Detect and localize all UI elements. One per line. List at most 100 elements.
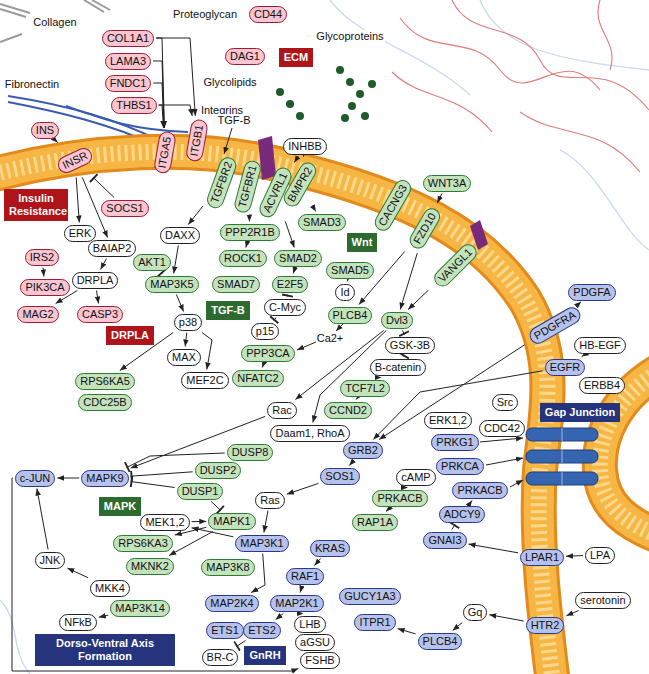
node-text: GRB2 xyxy=(348,444,378,456)
signaling-gene-box: PPP3CA xyxy=(241,345,294,362)
node-text: PRKG1 xyxy=(436,436,473,448)
node-text: AKT1 xyxy=(138,256,166,268)
ecm-insulin-gene-box: MAG2 xyxy=(17,306,58,323)
activation-connector xyxy=(202,333,212,370)
molecule-box: JNK xyxy=(35,552,66,569)
structure-label: TGF-B xyxy=(217,114,252,127)
signaling-gene-box: MAP3K14 xyxy=(110,600,170,617)
molecule-box: Id xyxy=(335,284,354,301)
node-text: BAIAP2 xyxy=(93,242,132,254)
signaling-gene-box: ITPR1 xyxy=(354,614,395,631)
molecule-box: Gq xyxy=(463,604,488,621)
molecule-box: ERK1,2 xyxy=(424,412,472,429)
molecule-box: C-Myc xyxy=(264,299,306,316)
ecm-insulin-gene-box: DAG1 xyxy=(225,48,265,65)
activation-connector xyxy=(582,356,584,357)
node-text: CASP3 xyxy=(82,308,118,320)
signaling-gene-box: EGFR xyxy=(545,359,586,376)
molecule-box: FSHB xyxy=(300,652,339,669)
ecm-insulin-gene-box: INS xyxy=(31,122,59,139)
signaling-gene-box: PPP2R1B xyxy=(220,224,280,241)
molecule-box: Rac xyxy=(267,402,297,419)
node-text: DUSP2 xyxy=(200,464,237,476)
signaling-gene-box: PRKCA xyxy=(436,458,484,475)
node-text: aGSU xyxy=(300,636,330,648)
inhibition-connector xyxy=(131,482,175,488)
pathway-label: TGF-B xyxy=(206,301,250,320)
activation-connector xyxy=(285,222,294,248)
activation-connector xyxy=(315,211,316,213)
signaling-gene-box: MAP3K1 xyxy=(235,535,288,552)
node-text: B-catenin xyxy=(375,361,421,373)
ecm-insulin-gene-box: CD44 xyxy=(249,6,287,23)
structure-label: Ca2+ xyxy=(316,332,345,345)
node-text: CDC25B xyxy=(83,396,126,408)
node-text: CCND2 xyxy=(329,404,367,416)
activation-connector xyxy=(566,555,583,557)
activation-connector xyxy=(57,478,79,479)
signaling-gene-box: MAPK9 xyxy=(81,470,128,487)
gap-junction-channels xyxy=(526,428,598,485)
inhibition-connector xyxy=(131,472,193,476)
signaling-gene-box: TCF7L2 xyxy=(340,380,390,397)
inhibition-connector xyxy=(452,525,455,530)
activation-connector xyxy=(398,629,416,634)
activation-connector xyxy=(97,291,99,304)
inhibition-connector xyxy=(211,502,221,511)
activation-connector xyxy=(437,194,442,203)
node-text: LPA xyxy=(590,549,610,561)
node-text: SOCS1 xyxy=(106,202,143,214)
signaling-gene-box: CCND2 xyxy=(324,402,372,419)
structure-label: Fibronectin xyxy=(4,78,60,91)
signaling-gene-box: ETS1 xyxy=(206,622,244,639)
node-text: ERK1,2 xyxy=(429,414,467,426)
signaling-gene-box: MKNK2 xyxy=(126,558,174,575)
node-text: PDGFA xyxy=(573,286,610,298)
sugar-chain xyxy=(276,66,376,122)
node-text: RPS6KA3 xyxy=(118,537,168,549)
node-text: IRS2 xyxy=(30,251,54,263)
node-text: C-Myc xyxy=(269,301,301,313)
node-text: CDC42 xyxy=(484,422,520,434)
node-text: PPP2R1B xyxy=(225,226,275,238)
molecule-box: INHBB xyxy=(283,138,327,155)
inhibition-connector xyxy=(93,177,114,197)
molecule-box: DAXX xyxy=(160,227,200,244)
structure-label: Proteoglycan xyxy=(172,8,238,21)
molecule-box: LPA xyxy=(585,547,615,564)
node-text: GNAI3 xyxy=(428,534,461,546)
node-text: MAX xyxy=(172,351,196,363)
node-text: MAP3K14 xyxy=(115,602,165,614)
activation-connector xyxy=(37,489,48,550)
activation-connector xyxy=(188,206,203,224)
activation-connector xyxy=(174,246,179,274)
signaling-gene-box: DUSP8 xyxy=(227,444,274,461)
activation-connector xyxy=(314,559,320,566)
activation-connector xyxy=(293,269,295,274)
node-text: SMAD2 xyxy=(279,252,317,264)
molecule-box: CDC42 xyxy=(479,420,525,437)
node-text: E2F5 xyxy=(277,278,303,290)
activation-connector xyxy=(300,587,302,593)
activation-connector xyxy=(99,615,108,617)
molecule-box: ERK xyxy=(64,225,97,242)
node-text: p15 xyxy=(256,325,274,337)
activation-connector xyxy=(489,615,523,621)
node-text: GSK-3B xyxy=(390,339,430,351)
activation-connector xyxy=(262,364,264,368)
molecule-box: cAMP xyxy=(396,469,435,486)
node-text: ROCK1 xyxy=(224,252,262,264)
signaling-gene-box: PRKG1 xyxy=(431,434,478,451)
node-text: MKNK2 xyxy=(131,560,169,572)
signaling-gene-box: RAP1A xyxy=(352,514,398,531)
node-text: MEF2C xyxy=(186,374,223,386)
pathway-label: Insulin Resistance xyxy=(4,189,68,221)
node-text: p38 xyxy=(179,316,197,328)
pathway-label: Dorso-Ventral Axis Formation xyxy=(35,634,175,666)
molecule-box: HB-EGF xyxy=(574,337,626,354)
inhibition-connector xyxy=(274,318,277,321)
node-text: c-JUN xyxy=(20,472,51,484)
signaling-gene-box: ROCK1 xyxy=(219,250,267,267)
activation-connector xyxy=(356,399,358,400)
signaling-gene-box: DUSP2 xyxy=(195,462,242,479)
